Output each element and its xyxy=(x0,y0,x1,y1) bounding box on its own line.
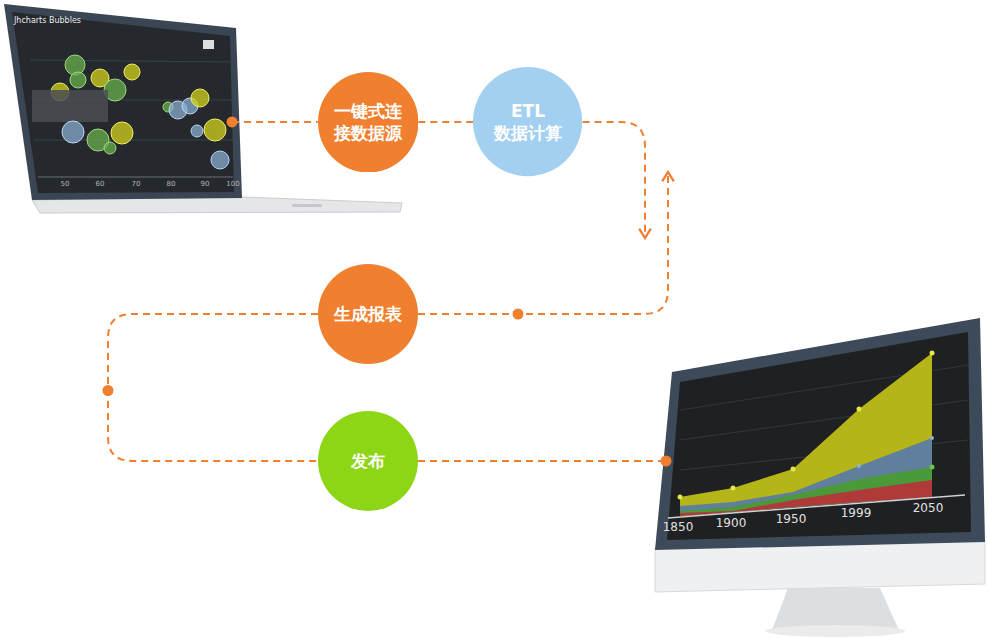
data-point xyxy=(930,465,935,470)
bubble xyxy=(124,64,140,80)
axis-label: 50 xyxy=(61,180,70,188)
step-circle: 一键式连接数据源 xyxy=(318,72,418,172)
connector-dot xyxy=(513,309,524,320)
step-circle: ETL 数据计算 xyxy=(473,67,582,176)
monitor-stand xyxy=(772,588,898,630)
laptop-screen xyxy=(12,12,234,193)
data-point xyxy=(857,464,861,468)
connector-dot xyxy=(103,385,114,396)
dashed-line xyxy=(232,121,318,123)
circle-outline xyxy=(473,67,582,176)
step-label: ETL 数据计算 xyxy=(487,100,569,144)
axis-label: 80 xyxy=(167,180,176,188)
flow-connector xyxy=(103,314,319,461)
bubble xyxy=(211,151,229,169)
chart-title: Jhcharts Bubbles xyxy=(14,16,81,25)
connector-dot xyxy=(227,116,238,127)
data-point xyxy=(930,436,934,440)
bubble xyxy=(70,72,86,88)
bubble xyxy=(191,89,209,107)
area-series xyxy=(680,353,932,516)
monitor-screen xyxy=(667,332,971,540)
monitor-foot xyxy=(765,625,905,637)
data-point xyxy=(678,495,683,500)
dashed-line xyxy=(418,121,473,123)
bubble xyxy=(104,142,116,154)
data-point xyxy=(857,407,862,412)
step-label: 生成报表 xyxy=(328,303,408,325)
area-series xyxy=(680,467,932,516)
step-circle: 生成报表 xyxy=(318,264,418,364)
laptop-bezel xyxy=(4,4,242,200)
data-point xyxy=(731,486,736,491)
bubble xyxy=(65,55,85,75)
laptop-screen: Jhcharts Bubbles 50 60 70 80 90 100 xyxy=(8,8,240,198)
axis-label: 100 xyxy=(226,180,239,188)
circle-fill xyxy=(473,67,582,176)
axis-label: 2050 xyxy=(913,502,944,516)
data-point xyxy=(791,467,796,472)
axis-line xyxy=(668,495,965,518)
dashed-line xyxy=(108,314,318,461)
tooltip-box xyxy=(32,90,108,122)
dashed-line xyxy=(583,122,645,238)
dashed-line xyxy=(418,460,666,462)
axis-label: 1850 xyxy=(663,521,694,535)
circle-outline xyxy=(318,72,418,172)
monitor-bezel xyxy=(655,318,985,550)
circle-fill xyxy=(318,411,418,511)
circle-fill xyxy=(318,264,418,364)
bubble xyxy=(191,125,203,137)
step-label: 发布 xyxy=(328,450,408,472)
bubble xyxy=(62,121,84,143)
axis-line xyxy=(38,177,233,178)
axis-label: 60 xyxy=(96,180,105,188)
monitor-screen: 1850 1900 1950 1999 2050 xyxy=(660,322,985,550)
menu-icon xyxy=(203,40,214,49)
flow-connector xyxy=(227,116,318,127)
connector-dot xyxy=(661,456,672,467)
dashed-line xyxy=(418,172,668,314)
axis-label: 90 xyxy=(201,180,210,188)
step-label: 一键式连接数据源 xyxy=(332,100,404,144)
bubble xyxy=(204,119,226,141)
area-series xyxy=(680,438,932,516)
area-series xyxy=(680,480,932,516)
grid-line xyxy=(30,60,232,62)
grid-line xyxy=(34,140,233,141)
laptop-notch xyxy=(292,204,322,207)
axis-label: 1999 xyxy=(841,507,872,521)
axis-label: 70 xyxy=(132,180,141,188)
circle-fill xyxy=(318,72,418,172)
axis-label: 1950 xyxy=(776,513,807,527)
data-point xyxy=(930,351,935,356)
flow-connector xyxy=(418,121,473,122)
step-circle: 发布 xyxy=(318,411,418,511)
flow-connector xyxy=(418,456,672,467)
axis-label: 1900 xyxy=(716,517,747,531)
bubble xyxy=(111,122,133,144)
